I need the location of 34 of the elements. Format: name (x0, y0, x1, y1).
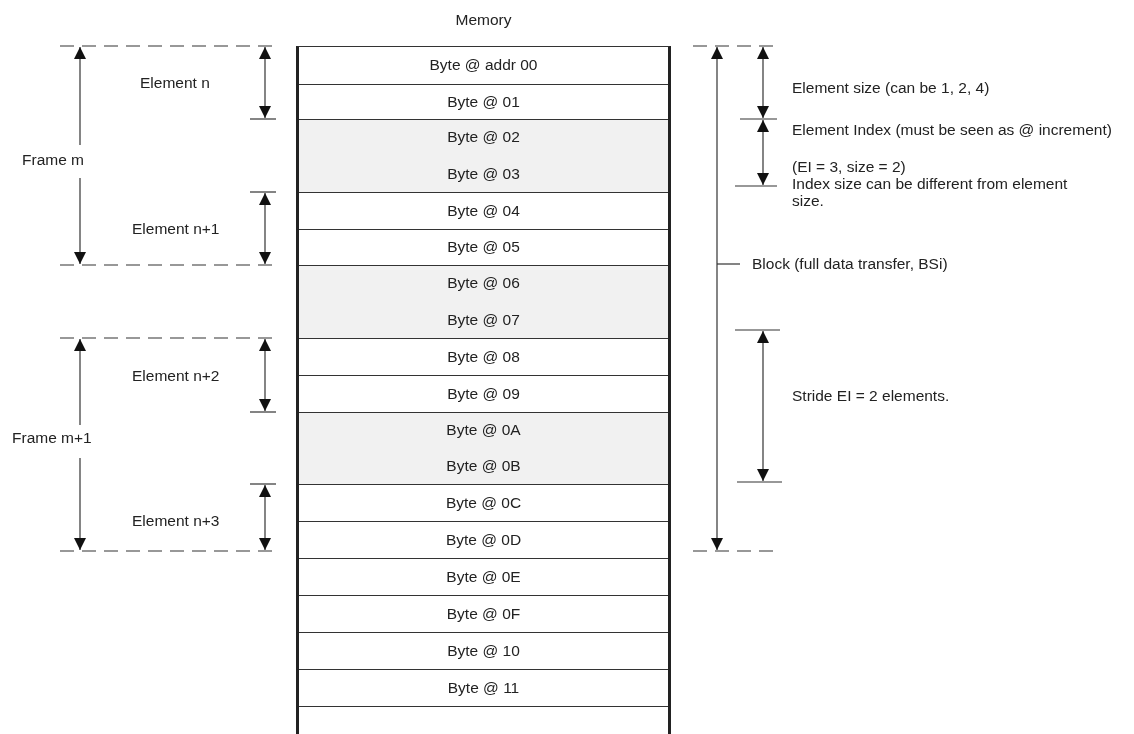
byte-address: Byte @ 06 (446, 274, 521, 293)
dimension-label: Frame m+1 (12, 429, 92, 447)
byte-address: Byte @ 11 (446, 678, 521, 697)
byte-address: Byte @ 0E (445, 567, 522, 586)
memory-heading: Memory (454, 11, 513, 29)
byte-address: Byte @ 0C (444, 493, 523, 512)
byte-address: Byte @ 03 (446, 164, 521, 183)
byte-address: Byte @ 07 (446, 310, 521, 329)
dimension-label: Element size (can be 1, 2, 4) (792, 79, 990, 97)
byte-address: Byte @ 0D (444, 530, 523, 549)
memory-row (299, 266, 668, 339)
dimension-label: Stride EI = 2 elements. (792, 387, 950, 405)
note-text: Index size can be different from element size. (792, 175, 1069, 209)
dimension-label: Element n (140, 74, 210, 92)
byte-address: Byte @ 02 (446, 128, 521, 147)
dimension-label: Element n+1 (132, 220, 220, 238)
dimension-label: Frame m (22, 151, 84, 169)
dimension-label: Element n+3 (132, 512, 220, 530)
byte-address: Byte @ addr 00 (428, 56, 539, 74)
byte-address: Byte @ 10 (446, 641, 521, 660)
dimension-label: Block (full data transfer, BSi) (752, 255, 948, 273)
byte-address: Byte @ 05 (446, 238, 521, 256)
byte-address: Byte @ 01 (446, 92, 521, 111)
byte-address: Byte @ 09 (446, 384, 521, 403)
dimension-label: Element n+2 (132, 367, 220, 385)
memory-row (299, 120, 668, 193)
byte-address: Byte @ 0B (445, 457, 522, 475)
note-text: Element Index (must be seen as @ increment) (792, 121, 1112, 138)
byte-address: Byte @ 04 (446, 201, 521, 220)
memory-row (299, 413, 668, 485)
byte-address: Byte @ 0A (445, 421, 522, 439)
byte-address: Byte @ 0F (445, 604, 522, 623)
byte-address: Byte @ 08 (446, 347, 521, 366)
note-text: (EI = 3, size = 2) (792, 158, 906, 176)
